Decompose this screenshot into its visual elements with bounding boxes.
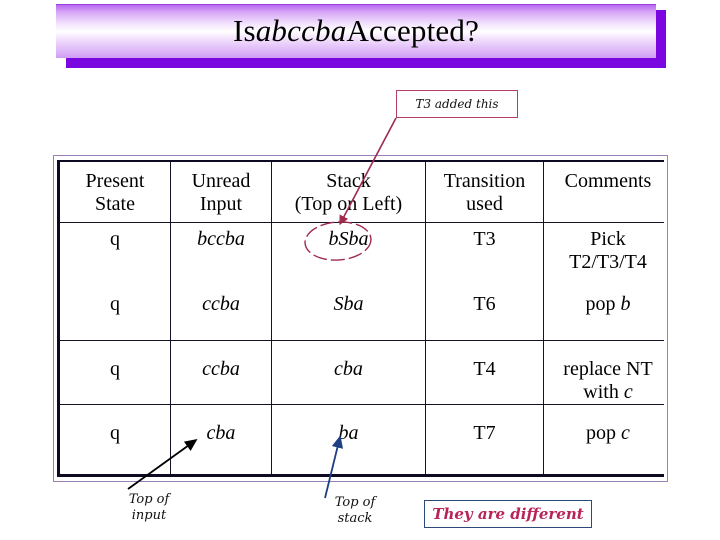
page-title-suffix: Accepted? xyxy=(346,13,480,48)
cell-comments-line1: pop c xyxy=(586,422,630,444)
table-row: T6 xyxy=(426,293,543,316)
cell-transition: T3 xyxy=(473,228,496,250)
header-divider xyxy=(60,222,664,223)
derivation-trace-table: Present State Unread Input Stack (Top on… xyxy=(57,160,664,477)
cell-comments-line1: replace NT xyxy=(563,358,653,380)
row-divider-2 xyxy=(60,340,664,341)
page-title-prefix: Is xyxy=(232,13,256,48)
table-row: replace NT with c xyxy=(544,358,672,403)
table-row: T3 xyxy=(426,228,543,251)
cell-transition: T6 xyxy=(473,293,496,315)
cell-stack: Sba xyxy=(333,293,364,315)
top-of-stack-line1: Top of xyxy=(334,495,376,510)
cell-transition: T7 xyxy=(473,422,496,444)
cell-comments-line1: Pick xyxy=(590,228,626,250)
cell-state: q xyxy=(110,358,120,380)
cell-comments-line1: pop b xyxy=(585,293,631,315)
table-row: T4 xyxy=(426,358,543,381)
column-divider-2 xyxy=(271,162,272,474)
page-title-emphasis: abccba xyxy=(255,13,347,48)
header-unread-input: Unread Input xyxy=(171,170,271,215)
row-divider-3 xyxy=(60,404,664,405)
table-row: q xyxy=(60,293,170,316)
header-transition-used-line2: used xyxy=(466,192,503,215)
cell-comments-line2: with c xyxy=(583,380,633,403)
cell-unread-input: ccba xyxy=(202,358,240,380)
top-of-stack-label: Top of stack xyxy=(310,495,400,528)
cell-state: q xyxy=(110,422,120,444)
header-present-state: Present State xyxy=(60,170,170,215)
table-row: bSba xyxy=(272,228,425,251)
header-transition-used: Transition used xyxy=(426,170,543,215)
header-transition-used-line1: Transition xyxy=(443,170,526,192)
table-row: Pick T2/T3/T4 xyxy=(544,228,672,273)
t3-callout-label: T3 added this xyxy=(415,97,499,111)
cell-comments-line2: T2/T3/T4 xyxy=(569,250,647,273)
header-stack-line2: (Top on Left) xyxy=(294,192,403,215)
diff-callout-label: They are different xyxy=(432,505,584,523)
column-divider-3 xyxy=(425,162,426,474)
header-present-state-line1: Present xyxy=(85,170,145,192)
table-row: pop b xyxy=(544,293,672,316)
top-of-input-line1: Top of xyxy=(128,492,170,507)
table-row: bccba xyxy=(171,228,271,251)
column-divider-1 xyxy=(170,162,171,474)
title-banner xyxy=(56,4,656,58)
top-of-stack-line2: stack xyxy=(337,511,373,527)
cell-state: q xyxy=(110,228,120,250)
table-row: Sba xyxy=(272,293,425,316)
header-unread-input-line2: Input xyxy=(199,192,243,215)
cell-stack: ba xyxy=(338,422,359,444)
table-row: cba xyxy=(272,358,425,381)
cell-stack: cba xyxy=(334,358,363,380)
header-comments-line1: Comments xyxy=(564,170,652,192)
table-row: T7 xyxy=(426,422,543,445)
top-of-input-label: Top of input xyxy=(104,492,194,525)
t3-added-this-callout: T3 added this xyxy=(396,90,518,118)
table-row: q xyxy=(60,358,170,381)
table-row: q xyxy=(60,422,170,445)
header-stack-line1: Stack xyxy=(326,170,371,192)
header-comments: Comments xyxy=(544,170,672,193)
cell-stack: bSba xyxy=(328,228,369,250)
cell-transition: T4 xyxy=(473,358,496,380)
cell-unread-input: ccba xyxy=(202,293,240,315)
header-present-state-line2: State xyxy=(95,192,135,215)
cell-unread-input: cba xyxy=(206,422,236,444)
table-row: ccba xyxy=(171,293,271,316)
table-row: ccba xyxy=(171,358,271,381)
top-of-input-line2: input xyxy=(131,508,167,524)
table-row: cba xyxy=(171,422,271,445)
table-row: ba xyxy=(272,422,425,445)
cell-state: q xyxy=(110,293,120,315)
header-stack: Stack (Top on Left) xyxy=(272,170,425,215)
header-unread-input-line1: Unread xyxy=(191,170,251,192)
column-divider-4 xyxy=(543,162,544,474)
page-title: Is abccba Accepted? xyxy=(56,4,656,58)
cell-unread-input: bccba xyxy=(197,228,245,250)
table-row: q xyxy=(60,228,170,251)
table-row: pop c xyxy=(544,422,672,445)
they-are-different-callout: They are different xyxy=(424,500,592,528)
